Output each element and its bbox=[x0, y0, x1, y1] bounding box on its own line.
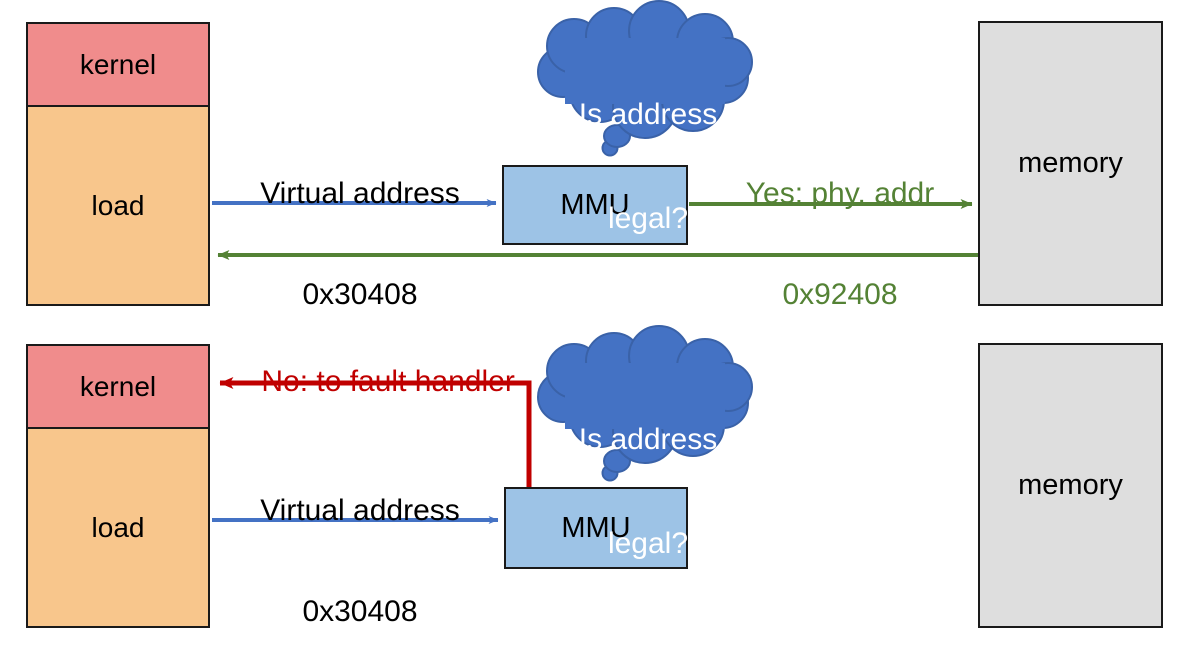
virtual-address-label-bottom: Virtual address 0x30408 bbox=[220, 427, 500, 650]
virtual-address-line1-bottom: Virtual address bbox=[260, 494, 460, 528]
virtual-address-line1-top: Virtual address bbox=[260, 177, 460, 211]
process-box-top: kernel load bbox=[26, 22, 210, 306]
fault-handler-label: No: to fault handler bbox=[228, 331, 515, 432]
kernel-label-top: kernel bbox=[79, 48, 157, 80]
load-label-top: load bbox=[91, 189, 145, 221]
mmu-box-bottom: MMU bbox=[504, 487, 688, 569]
user-region-top: load bbox=[28, 107, 208, 304]
physical-address-label-top: Yes: phy. addr 0x92408 bbox=[700, 110, 980, 379]
memory-box-top: memory bbox=[978, 21, 1163, 306]
kernel-region-top: kernel bbox=[28, 24, 208, 107]
memory-box-bottom: memory bbox=[978, 343, 1163, 628]
physical-address-line1: Yes: phy. addr bbox=[745, 177, 935, 211]
kernel-region-bottom: kernel bbox=[28, 346, 208, 429]
virtual-address-line2-bottom: 0x30408 bbox=[302, 594, 418, 628]
kernel-label-bottom: kernel bbox=[79, 370, 157, 402]
load-label-bottom: load bbox=[91, 511, 145, 543]
memory-label-top: memory bbox=[1018, 147, 1123, 179]
process-box-bottom: kernel load bbox=[26, 344, 210, 628]
virtual-address-line2-top: 0x30408 bbox=[302, 277, 418, 311]
mmu-label-bottom: MMU bbox=[561, 511, 631, 544]
mmu-label-top: MMU bbox=[560, 188, 630, 221]
user-region-bottom: load bbox=[28, 429, 208, 626]
thought-cloud-bottom bbox=[537, 325, 753, 482]
fault-handler-text: No: to fault handler bbox=[261, 364, 515, 398]
arrow-fault-handler bbox=[219, 377, 532, 489]
virtual-address-label-top: Virtual address 0x30408 bbox=[220, 110, 500, 379]
physical-address-line2: 0x92408 bbox=[782, 277, 898, 311]
mmu-box-top: MMU bbox=[502, 165, 688, 245]
memory-label-bottom: memory bbox=[1018, 469, 1123, 501]
thought-cloud-top bbox=[537, 0, 753, 157]
